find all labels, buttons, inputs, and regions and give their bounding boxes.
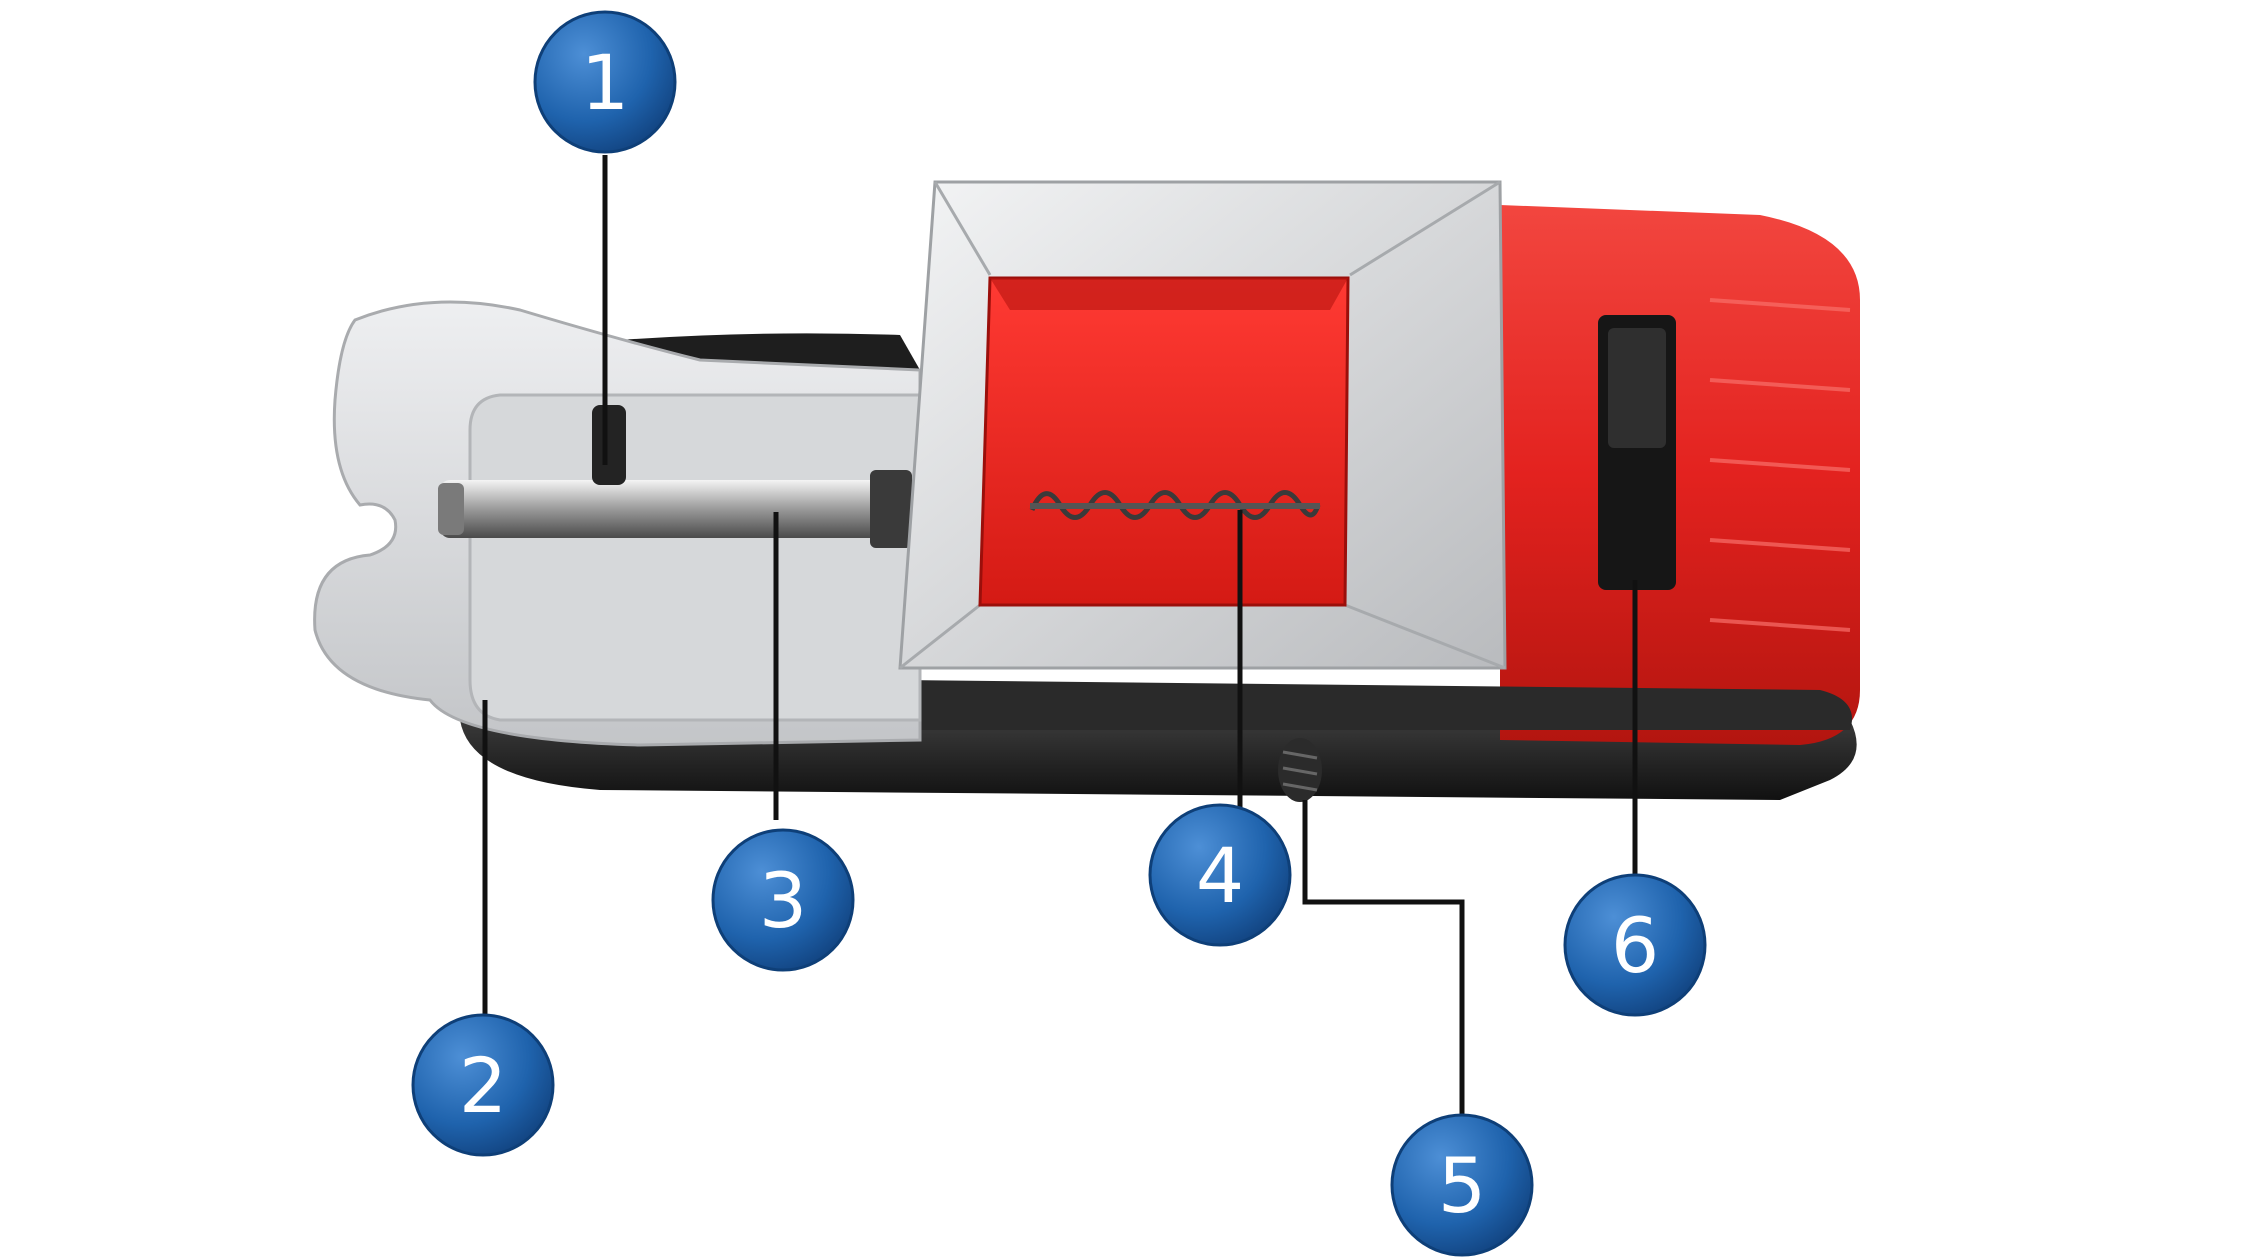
- tube-lever: [592, 405, 626, 485]
- callout-number-1: 1: [581, 38, 629, 127]
- leader-lines: [482, 155, 1638, 1115]
- hopper-interior: [978, 276, 1350, 607]
- leader-line-5: [1302, 800, 1465, 1115]
- power-switch-knob: [1608, 328, 1666, 448]
- cigarette-tube-nozzle: [440, 480, 900, 538]
- callout-number-5: 5: [1438, 1141, 1486, 1230]
- callout-number-4: 4: [1196, 831, 1244, 920]
- nozzle-collar: [870, 470, 912, 548]
- callout-badges: 1 2 3 4 5 6: [411, 10, 1707, 1257]
- cigarette-machine-illustration: [313, 180, 1860, 802]
- callout-badge-6: 6: [1563, 873, 1707, 1017]
- screw-thread: [1282, 750, 1318, 792]
- callout-number-6: 6: [1611, 901, 1659, 990]
- housing-ribs: [1709, 298, 1851, 632]
- hopper-bevels: [899, 180, 1506, 670]
- red-housing: [1500, 205, 1860, 745]
- nozzle-tip: [438, 483, 464, 535]
- callout-badge-2: 2: [411, 1013, 555, 1157]
- hopper-inner-shadow: [990, 278, 1348, 310]
- callout-number-2: 2: [459, 1041, 507, 1130]
- callout-number-3: 3: [759, 856, 807, 945]
- callout-badge-5: 5: [1390, 1113, 1534, 1257]
- callout-badge-3: 3: [711, 828, 855, 972]
- spring-rod: [1030, 503, 1320, 509]
- body-bottom-strip: [900, 680, 1852, 730]
- callout-badge-4: 4: [1148, 803, 1292, 947]
- tray-recess: [468, 393, 922, 722]
- callout-badge-1: 1: [533, 10, 677, 154]
